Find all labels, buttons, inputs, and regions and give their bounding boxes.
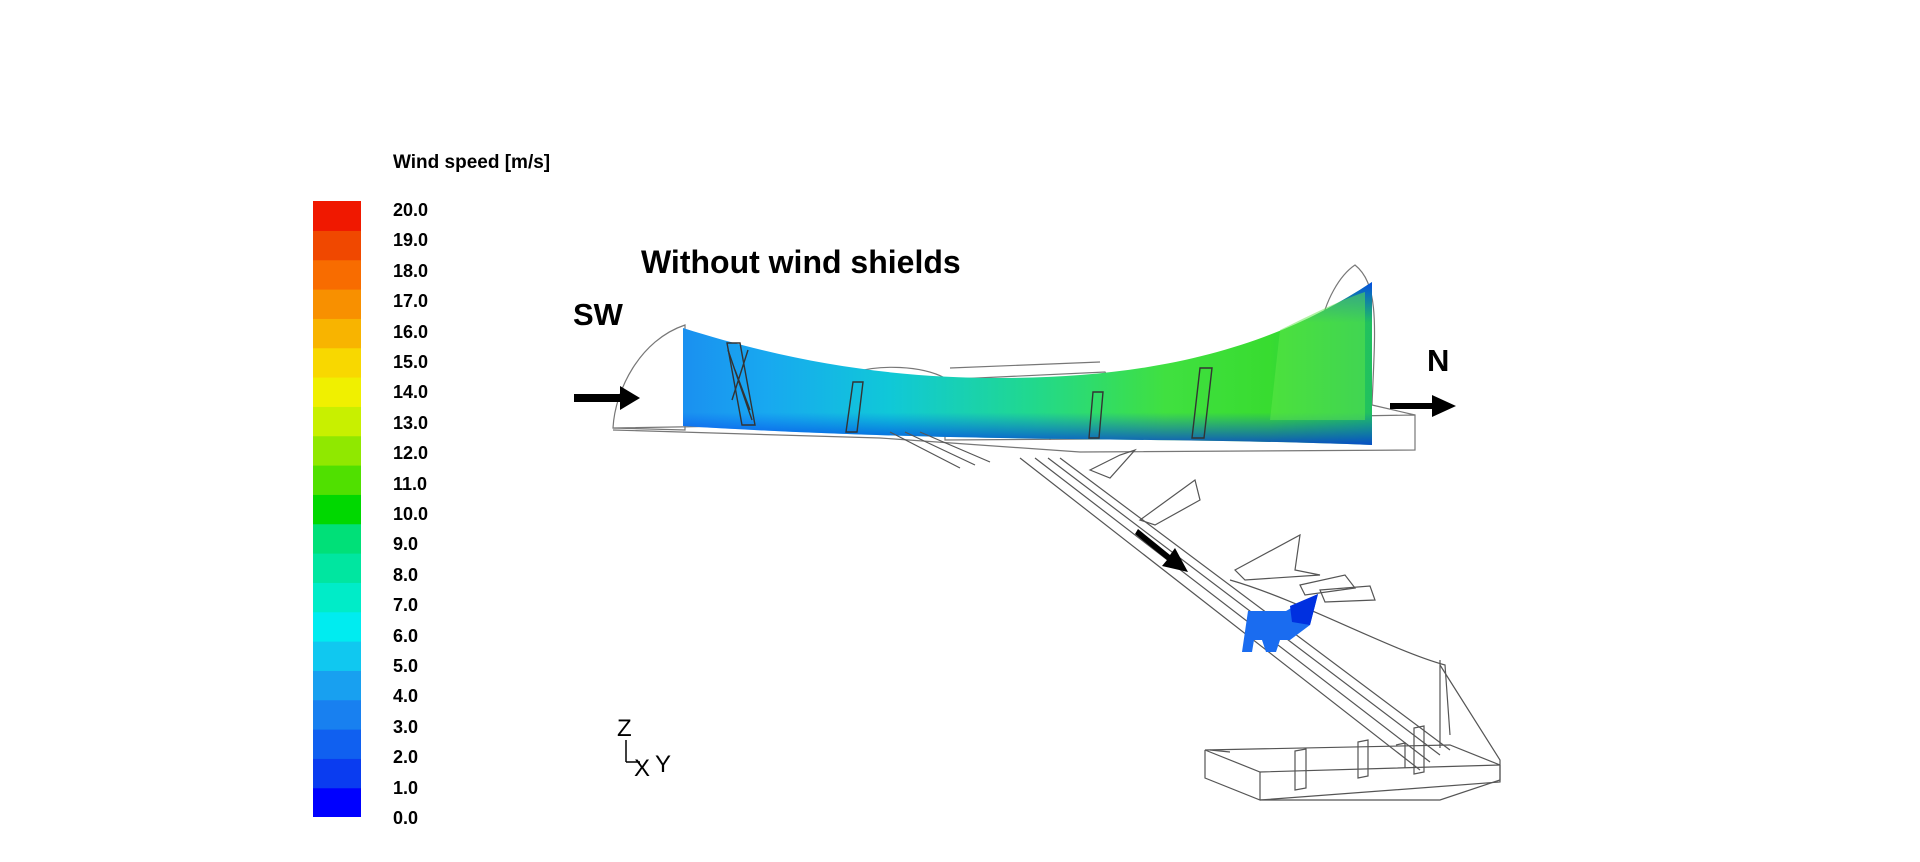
colorbar-tick-label: 5.0 (393, 656, 419, 676)
colorbar-band (313, 523, 361, 554)
colorbar-band (313, 435, 361, 466)
colorbar-band (313, 670, 361, 701)
colorbar-tick-label: 13.0 (393, 412, 429, 433)
colorbar-tick-label: 10.0 (393, 504, 429, 524)
colorbar-tick-label: 3.0 (393, 716, 419, 737)
sw-label: SW (573, 297, 623, 332)
colorbar-band (313, 377, 361, 407)
sw-arrow-icon (574, 386, 640, 410)
colorbar-band (313, 465, 361, 495)
colorbar-band (313, 641, 361, 671)
colorbar-tick-label: 6.0 (393, 625, 419, 646)
platform-wireframe (1204, 660, 1501, 801)
colorbar-band (313, 347, 361, 378)
colorbar-band (313, 406, 361, 437)
colorbar-band (313, 289, 361, 319)
walkway-wireframe (889, 431, 1501, 801)
colorbar-band (313, 201, 361, 231)
colorbar-tick-label: 7.0 (393, 595, 419, 616)
colorbar-band (313, 318, 361, 349)
colorbar-tick-label: 11.0 (393, 473, 428, 494)
colorbar-band (313, 230, 361, 261)
walkway-arrow-icon (1135, 529, 1188, 572)
colorbar-tick-label: 20.0 (393, 200, 429, 220)
svg-text:X: X (634, 755, 650, 782)
colorbar-tick-label: 19.0 (393, 230, 429, 251)
colorbar-title: Wind speed [m/s] (393, 152, 551, 173)
colorbar-band (313, 611, 361, 642)
colorbar-tick-label: 14.0 (393, 382, 429, 403)
n-arrow-icon (1390, 395, 1456, 417)
colorbar-tick-label: 17.0 (393, 291, 429, 312)
colorbar (313, 201, 361, 817)
axis-triad: Z X Y (617, 715, 671, 782)
colorbar-band (313, 699, 361, 730)
colorbar-tick-label: 4.0 (393, 686, 419, 707)
colorbar-band (313, 553, 361, 583)
svg-text:Z: Z (617, 715, 632, 742)
colorbar-band (313, 729, 361, 759)
scene-title: Without wind shields (641, 244, 961, 280)
colorbar-band (313, 494, 361, 525)
svg-text:Y: Y (655, 751, 671, 778)
colorbar-tick-label: 18.0 (393, 260, 429, 281)
colorbar-tick-label: 1.0 (393, 777, 419, 798)
colorbar-band (313, 582, 361, 613)
colorbar-tick-label: 15.0 (393, 352, 429, 372)
deck-hangers (726, 342, 1213, 439)
wind-arrows (574, 386, 1456, 572)
colorbar-band (313, 259, 361, 290)
colorbar-band (313, 787, 361, 817)
colorbar-tick-label: 0.0 (393, 808, 419, 828)
colorbar-tick-label: 2.0 (393, 747, 419, 768)
colorbar-tick-label: 8.0 (393, 564, 419, 585)
colorbar-tick-label: 12.0 (393, 443, 429, 464)
colorbar-tick-label: 9.0 (393, 534, 419, 555)
colorbar-band (313, 758, 361, 789)
colorbar-tick-label: 16.0 (393, 321, 429, 342)
n-label: N (1427, 343, 1450, 378)
